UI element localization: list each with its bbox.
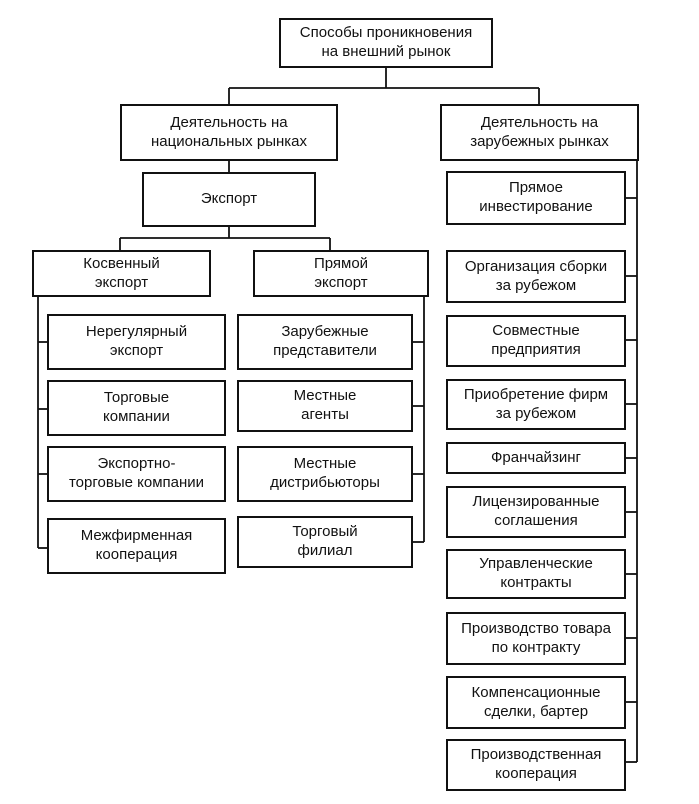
indirect-item-interfirm-cooperation: Межфирменная кооперация	[47, 518, 226, 574]
root-box: Способы проникновения на внешний рынок	[279, 18, 493, 68]
foreign-item-acquisition: Приобретение фирм за рубежом	[446, 379, 626, 430]
export-box: Экспорт	[142, 172, 316, 227]
foreign-item-management-contracts: Управленческие контракты	[446, 549, 626, 599]
foreign-item-assembly-abroad: Организация сборки за рубежом	[446, 250, 626, 303]
foreign-item-contract-manufacturing: Производство товара по контракту	[446, 612, 626, 665]
foreign-item-joint-ventures: Совместные предприятия	[446, 315, 626, 367]
indirect-item-export-trading-companies: Экспортно- торговые компании	[47, 446, 226, 502]
direct-item-local-distributors: Местные дистрибьюторы	[237, 446, 413, 502]
foreign-item-licensing: Лицензированные соглашения	[446, 486, 626, 538]
foreign-item-production-cooperation: Производственная кооперация	[446, 739, 626, 791]
foreign-item-compensation-barter: Компенсационные сделки, бартер	[446, 676, 626, 729]
foreign-item-franchising: Франчайзинг	[446, 442, 626, 474]
direct-export-box: Прямой экспорт	[253, 250, 429, 297]
indirect-item-trading-companies: Торговые компании	[47, 380, 226, 436]
foreign-markets-box: Деятельность на зарубежных рынках	[440, 104, 639, 161]
direct-item-foreign-representatives: Зарубежные представители	[237, 314, 413, 370]
foreign-item-direct-investment: Прямое инвестирование	[446, 171, 626, 225]
indirect-item-irregular-export: Нерегулярный экспорт	[47, 314, 226, 370]
direct-item-trading-branch: Торговый филиал	[237, 516, 413, 568]
national-markets-box: Деятельность на национальных рынках	[120, 104, 338, 161]
direct-item-local-agents: Местные агенты	[237, 380, 413, 432]
indirect-export-box: Косвенный экспорт	[32, 250, 211, 297]
